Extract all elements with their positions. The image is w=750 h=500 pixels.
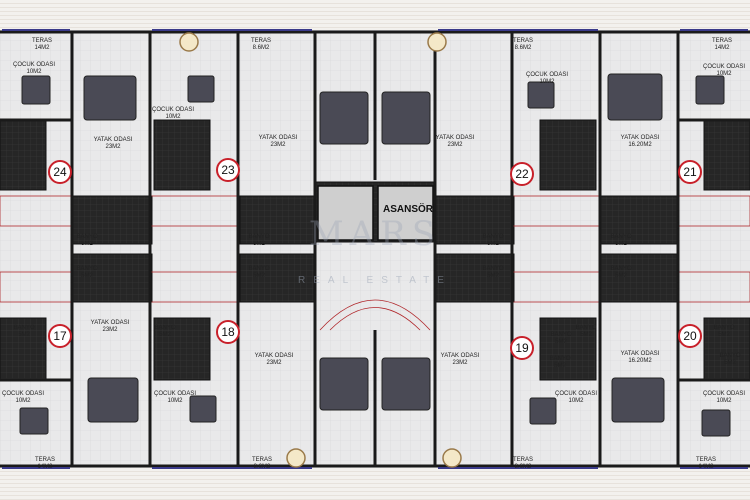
unit-badge-circle	[678, 160, 702, 184]
unit-number: 19	[515, 341, 529, 355]
unit-badge-circle	[48, 324, 72, 348]
bathroom-blocks	[0, 119, 750, 381]
unit-number: 24	[53, 165, 67, 179]
unit-number: 22	[515, 167, 529, 181]
terrace-strip-top	[0, 0, 750, 30]
terrace-strip-bottom	[0, 468, 750, 500]
unit-number-badge: 19	[510, 336, 534, 360]
unit-number: 20	[683, 329, 697, 343]
unit-numbers: 24 23 22 21 17 18 19 20	[48, 158, 702, 360]
unit-number: 21	[683, 165, 697, 179]
watermark-logo: MARS	[309, 214, 441, 254]
terrace-table-icons	[179, 32, 462, 468]
unit-number-badge: 22	[510, 162, 534, 186]
unit-number: 18	[221, 325, 235, 339]
unit-number-badge: 23	[216, 158, 240, 182]
unit-number-badge: 21	[678, 160, 702, 184]
unit-number: 17	[53, 329, 67, 343]
elevator-label: ASANSÖR	[383, 202, 434, 215]
watermark-subtitle: REAL ESTATE	[298, 275, 452, 286]
unit-badge-circle	[216, 320, 240, 344]
walls	[0, 30, 750, 468]
bed-icons	[19, 73, 731, 437]
elevator-shaft-left	[317, 185, 374, 241]
elevator-shaft-right	[377, 185, 434, 241]
unit-badge-circle	[678, 324, 702, 348]
unit-badge-circle	[216, 158, 240, 182]
unit-number-badge: 18	[216, 320, 240, 344]
unit-badge-circle	[510, 336, 534, 360]
unit-number-badge: 20	[678, 324, 702, 348]
unit-number-badge: 17	[48, 324, 72, 348]
unit-badge-circle	[510, 162, 534, 186]
unit-number: 23	[221, 163, 235, 177]
unit-number-badge: 24	[48, 160, 72, 184]
windows	[2, 29, 748, 469]
unit-badge-circle	[48, 160, 72, 184]
